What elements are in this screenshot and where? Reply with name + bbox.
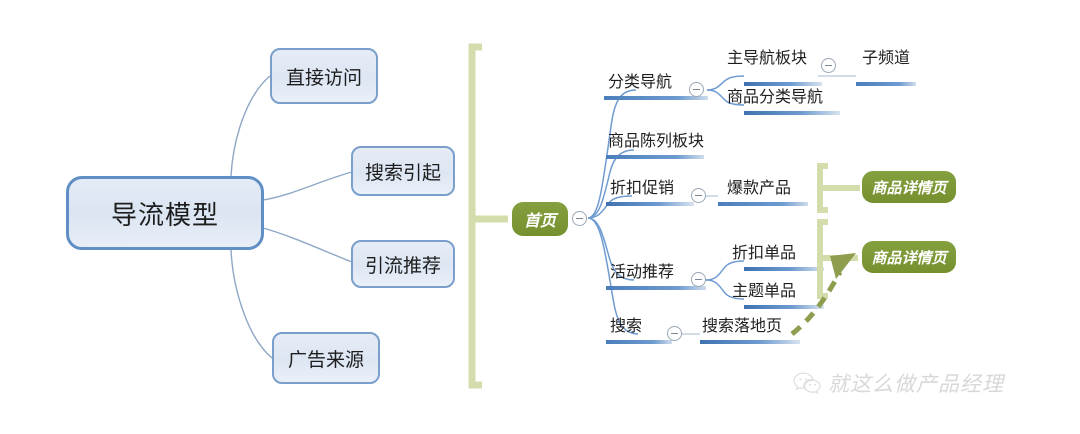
collapse-toggle-category-nav[interactable]	[689, 82, 704, 97]
leaf-node-label: 商品分类导航	[727, 89, 824, 106]
source-node-referral[interactable]: 引流推荐	[351, 240, 455, 288]
branch-node-label: 活动推荐	[610, 264, 675, 281]
wechat-icon	[793, 372, 821, 395]
target-node-label: 商品详情页	[871, 249, 947, 267]
source-node-advertising[interactable]: 广告来源	[272, 332, 380, 384]
branch-node-product-display[interactable]: 商品陈列板块	[608, 133, 704, 151]
root-node-label: 导流模型	[110, 199, 219, 230]
leaf-node-label: 爆款产品	[727, 180, 792, 197]
collapse-toggle-search[interactable]	[667, 326, 682, 341]
branch-node-label: 商品陈列板块	[608, 133, 705, 150]
home-branch-connectors	[587, 89, 639, 335]
target-bracket-2	[817, 219, 858, 299]
branch-node-category-nav[interactable]: 分类导航	[608, 74, 672, 92]
branch-node-label: 折扣促销	[610, 180, 675, 197]
source-node-label: 直接访问	[285, 67, 362, 89]
source-node-search[interactable]: 搜索引起	[351, 146, 455, 196]
source-node-label: 广告来源	[287, 349, 364, 371]
branch-node-discount-promo[interactable]: 折扣促销	[610, 180, 674, 198]
leaf-node-label: 折扣单品	[732, 245, 797, 262]
target-node-product-detail-1[interactable]: 商品详情页	[862, 171, 956, 203]
leaf-node-label: 主导航板块	[727, 50, 808, 67]
left-bracket	[468, 43, 508, 389]
home-node[interactable]: 首页	[512, 202, 568, 236]
target-bracket-1	[817, 163, 860, 213]
text-underlines	[604, 82, 916, 344]
branch-node-campaign-recommend[interactable]: 活动推荐	[610, 264, 674, 282]
collapse-toggle-main-nav-block[interactable]	[821, 58, 836, 73]
leaf-node-sub-channel[interactable]: 子频道	[862, 50, 910, 68]
branch-node-search[interactable]: 搜索	[610, 318, 642, 336]
dashed-arrow	[790, 253, 856, 336]
leaf-node-label: 主题单品	[732, 283, 797, 300]
root-node[interactable]: 导流模型	[66, 176, 264, 250]
leaf-node-hot-products[interactable]: 爆款产品	[727, 180, 791, 198]
leaf-node-main-nav-block[interactable]: 主导航板块	[727, 50, 807, 68]
source-node-label: 引流推荐	[364, 255, 441, 277]
watermark: 就这么做产品经理	[793, 368, 1004, 398]
leaf-node-search-landing-page[interactable]: 搜索落地页	[702, 318, 782, 336]
collapse-toggle-discount-promo[interactable]	[691, 188, 706, 203]
source-node-label: 搜索引起	[364, 162, 441, 184]
collapse-toggle-home[interactable]	[572, 211, 587, 226]
branch-node-label: 搜索	[610, 318, 643, 335]
branch-node-label: 分类导航	[608, 74, 673, 91]
leaf-node-label: 搜索落地页	[702, 318, 783, 335]
target-node-label: 商品详情页	[871, 179, 947, 197]
collapse-toggle-campaign-recommend[interactable]	[691, 272, 706, 287]
leaf-node-discount-item[interactable]: 折扣单品	[732, 245, 796, 263]
watermark-text: 就这么做产品经理	[828, 373, 1004, 396]
leaf-node-themed-item[interactable]: 主题单品	[732, 283, 796, 301]
target-node-product-detail-2[interactable]: 商品详情页	[862, 241, 956, 273]
home-node-label: 首页	[523, 213, 556, 230]
leaf-node-product-category-nav[interactable]: 商品分类导航	[727, 89, 823, 107]
leaf-node-label: 子频道	[862, 50, 911, 67]
source-node-direct-visit[interactable]: 直接访问	[270, 48, 378, 104]
